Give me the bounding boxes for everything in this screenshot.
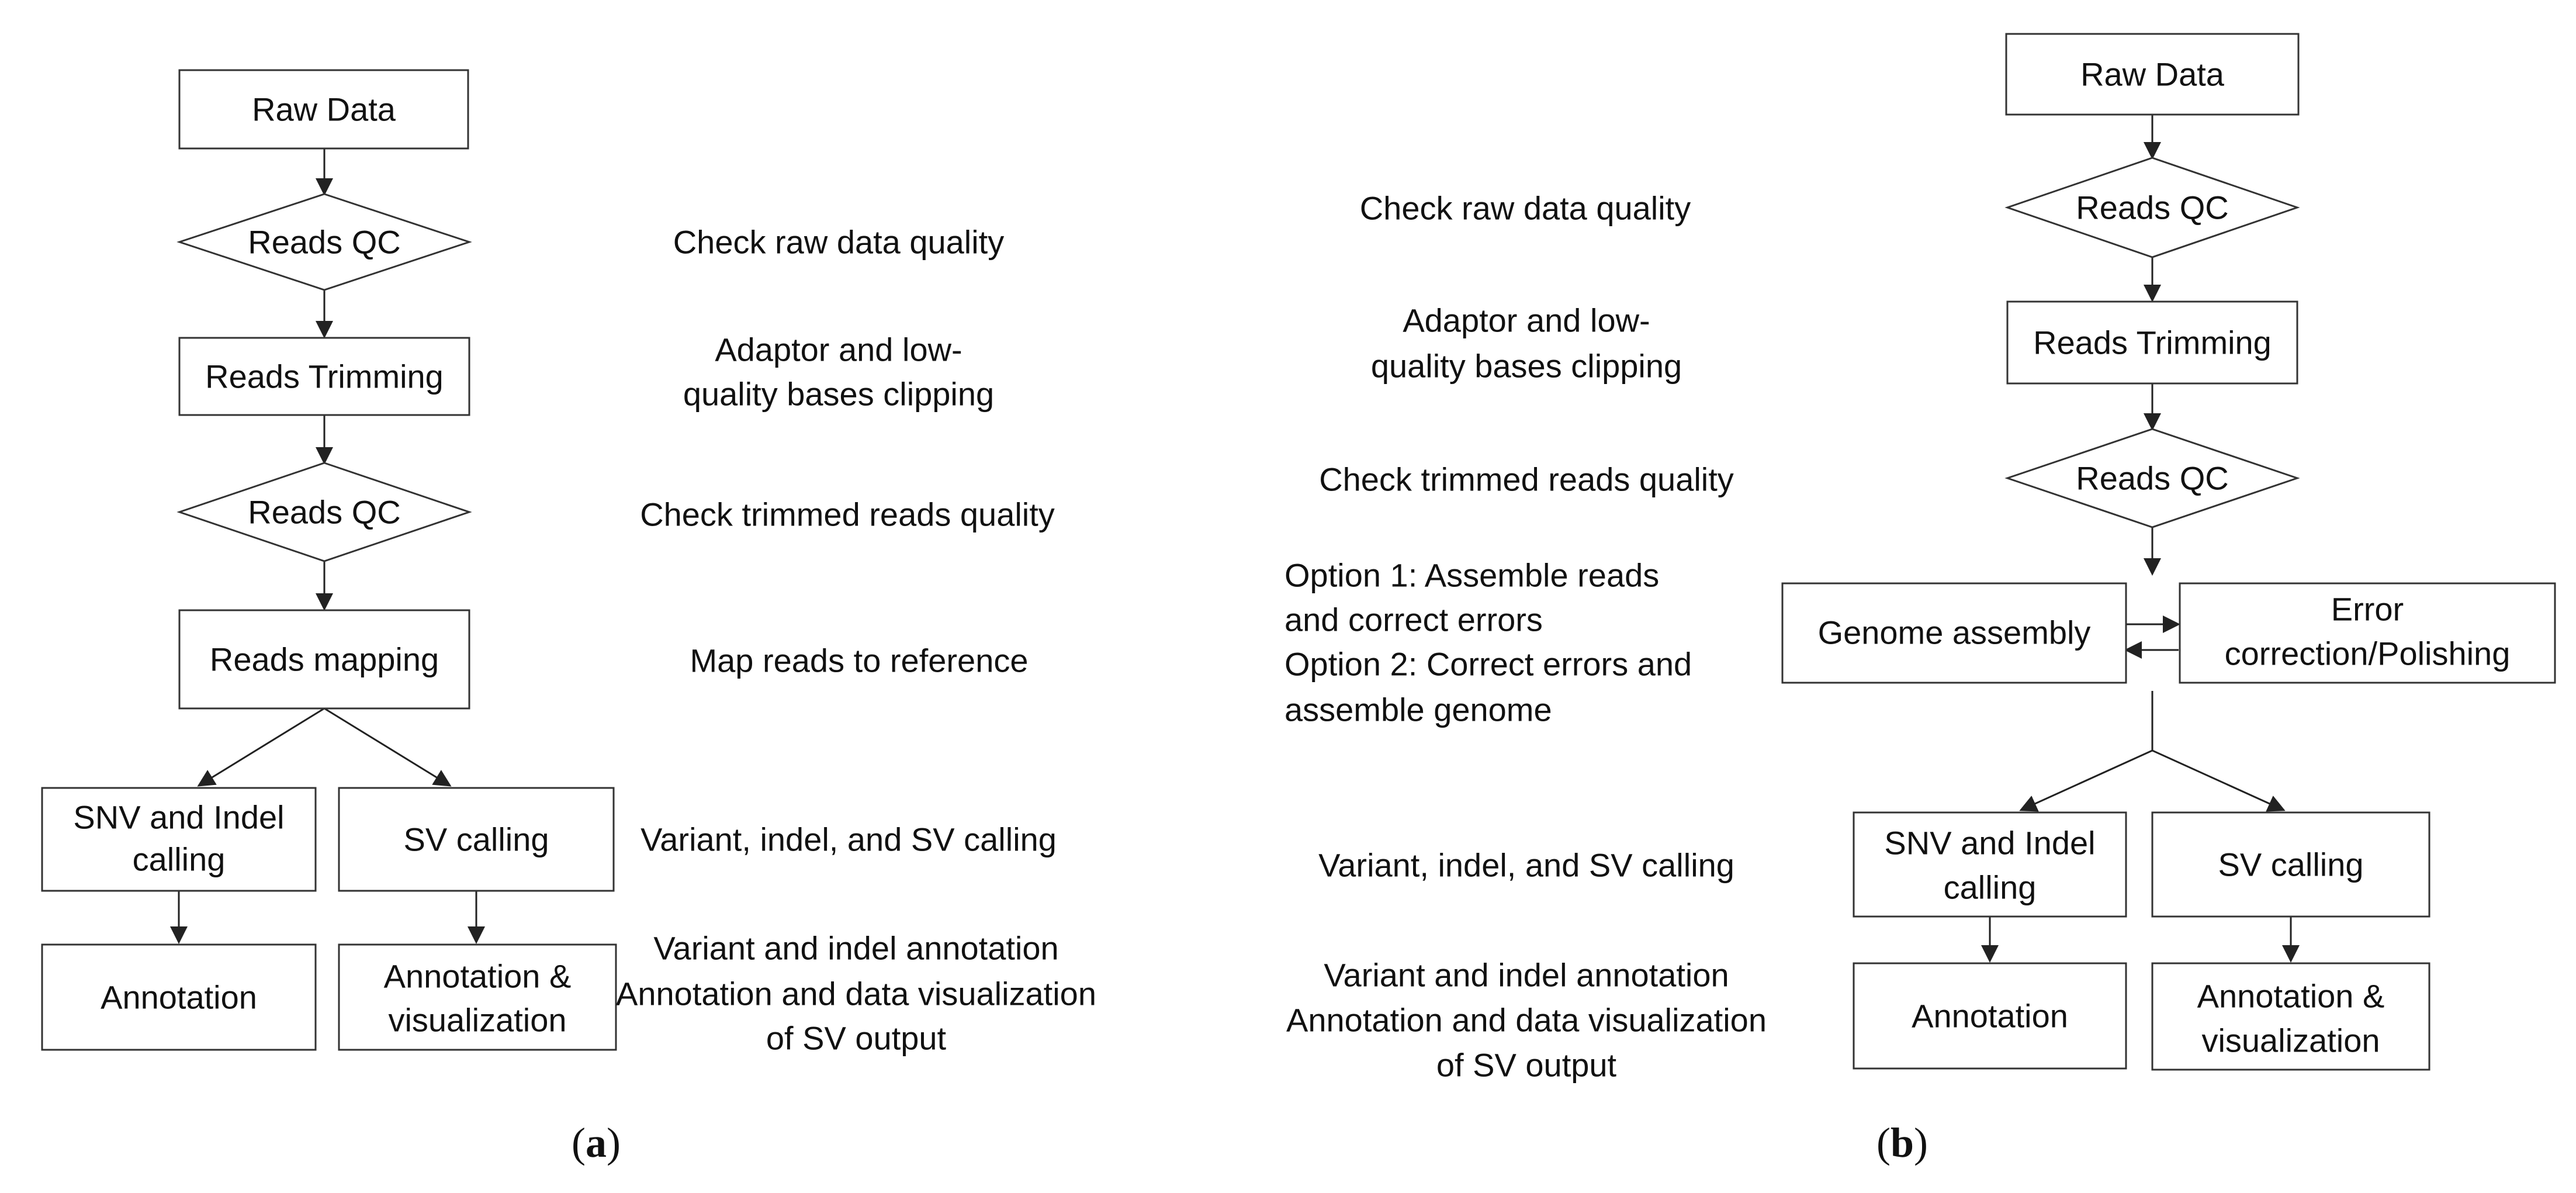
b-snv-indel-line-1: SNV and Indel (1884, 825, 2095, 862)
a-reads-mapping-label: Reads mapping (210, 641, 439, 678)
b-reads-trimming-label: Reads Trimming (2033, 324, 2272, 361)
b-desc-options-line-4: assemble genome (1284, 691, 1552, 728)
edge-b-stem-snv (2019, 749, 2153, 812)
a-annotation-vis-line-1: Annotation & (384, 958, 572, 995)
a-reads-qc-2-label: Reads QC (248, 494, 400, 531)
b-node-error-correction: Error correction/Polishing (2179, 582, 2556, 684)
b-node-reads-qc-2: Reads QC (2004, 428, 2300, 528)
b-desc-variant-calling: Variant, indel, and SV calling (1318, 847, 1734, 884)
panel-b: Raw Data Reads QC Reads Trimming Reads Q… (1284, 33, 2556, 1166)
b-annotation-label: Annotation (1912, 998, 2068, 1035)
b-node-reads-trimming: Reads Trimming (2006, 300, 2298, 385)
edge-a-map-sv (324, 707, 452, 787)
b-annotation-vis-line-1: Annotation & (2197, 978, 2385, 1015)
b-snv-indel-line-2: calling (1944, 869, 2037, 906)
a-desc-adaptor-line-2: quality bases clipping (683, 376, 994, 413)
b-reads-qc-1-label: Reads QC (2076, 189, 2228, 226)
a-node-reads-mapping: Reads mapping (178, 609, 470, 710)
a-reads-trimming-label: Reads Trimming (205, 358, 444, 395)
a-node-annotation-vis: Annotation & visualization (338, 943, 617, 1051)
panel-a-letter: a (586, 1119, 607, 1166)
b-raw-data-label: Raw Data (2080, 56, 2225, 93)
edge-b-stem-sv (2152, 749, 2286, 812)
b-desc-adaptor-line-1: Adaptor and low- (1403, 302, 1650, 339)
b-node-genome-assembly: Genome assembly (1781, 582, 2127, 684)
a-raw-data-label: Raw Data (252, 91, 396, 128)
b-desc-options-line-3: Option 2: Correct errors and (1284, 646, 1692, 683)
b-error-correction-line-2: correction/Polishing (2225, 635, 2511, 672)
b-node-reads-qc-1: Reads QC (2004, 157, 2300, 258)
a-desc-adaptor-line-1: Adaptor and low- (715, 331, 962, 368)
a-node-snv-indel: SNV and Indel calling (41, 787, 317, 892)
a-node-reads-qc-1: Reads QC (176, 193, 472, 291)
b-desc-options-line-1: Option 1: Assemble reads (1284, 557, 1659, 594)
b-reads-qc-2-label: Reads QC (2076, 460, 2228, 497)
b-sv-calling-label: SV calling (2218, 846, 2363, 883)
b-node-annotation-vis: Annotation & visualization (2151, 962, 2430, 1071)
b-node-snv-indel: SNV and Indel calling (1853, 811, 2127, 918)
a-desc-variant-calling: Variant, indel, and SV calling (640, 821, 1057, 858)
a-snv-indel-line-2: calling (133, 841, 226, 878)
b-desc-options-line-2: and correct errors (1284, 601, 1543, 638)
panel-a-label: (a) (572, 1119, 621, 1166)
b-genome-assembly-label: Genome assembly (1818, 614, 2091, 651)
b-error-correction-line-1: Error (2331, 591, 2404, 628)
a-desc-annotation-line-2: Annotation and data visualization (616, 976, 1096, 1012)
a-desc-annotation-line-3: of SV output (766, 1020, 947, 1057)
edge-a-map-snv (197, 707, 325, 787)
a-desc-check-trimmed: Check trimmed reads quality (640, 496, 1055, 533)
a-node-reads-qc-2: Reads QC (176, 462, 472, 562)
b-desc-check-raw: Check raw data quality (1360, 190, 1691, 227)
a-annotation-label: Annotation (101, 979, 257, 1016)
a-desc-annotation-line-1: Variant and indel annotation (653, 930, 1058, 967)
b-desc-adaptor-line-2: quality bases clipping (1371, 348, 1682, 385)
a-node-sv-calling: SV calling (338, 787, 615, 892)
a-reads-qc-1-label: Reads QC (248, 224, 400, 261)
a-node-raw-data: Raw Data (178, 69, 469, 150)
a-node-reads-trimming: Reads Trimming (178, 337, 470, 416)
a-node-annotation: Annotation (41, 943, 317, 1051)
panel-b-letter: b (1891, 1119, 1914, 1166)
a-desc-map-reads: Map reads to reference (690, 642, 1029, 679)
a-sv-calling-label: SV calling (403, 821, 549, 858)
b-node-annotation: Annotation (1853, 962, 2127, 1070)
b-desc-annotation-line-2: Annotation and data visualization (1286, 1002, 1767, 1039)
a-annotation-vis-line-2: visualization (388, 1002, 566, 1039)
a-snv-indel-line-1: SNV and Indel (73, 799, 284, 836)
b-desc-check-trimmed: Check trimmed reads quality (1319, 461, 1734, 498)
b-desc-annotation-line-1: Variant and indel annotation (1324, 957, 1729, 994)
b-node-raw-data: Raw Data (2005, 33, 2300, 116)
b-annotation-vis-line-2: visualization (2201, 1022, 2380, 1059)
b-node-sv-calling: SV calling (2151, 811, 2430, 918)
panel-a: Raw Data Reads QC Reads Trimming Reads Q… (41, 69, 1096, 1166)
b-desc-annotation-line-3: of SV output (1436, 1047, 1617, 1084)
panel-b-label: (b) (1876, 1119, 1928, 1166)
a-desc-check-raw: Check raw data quality (673, 224, 1005, 261)
